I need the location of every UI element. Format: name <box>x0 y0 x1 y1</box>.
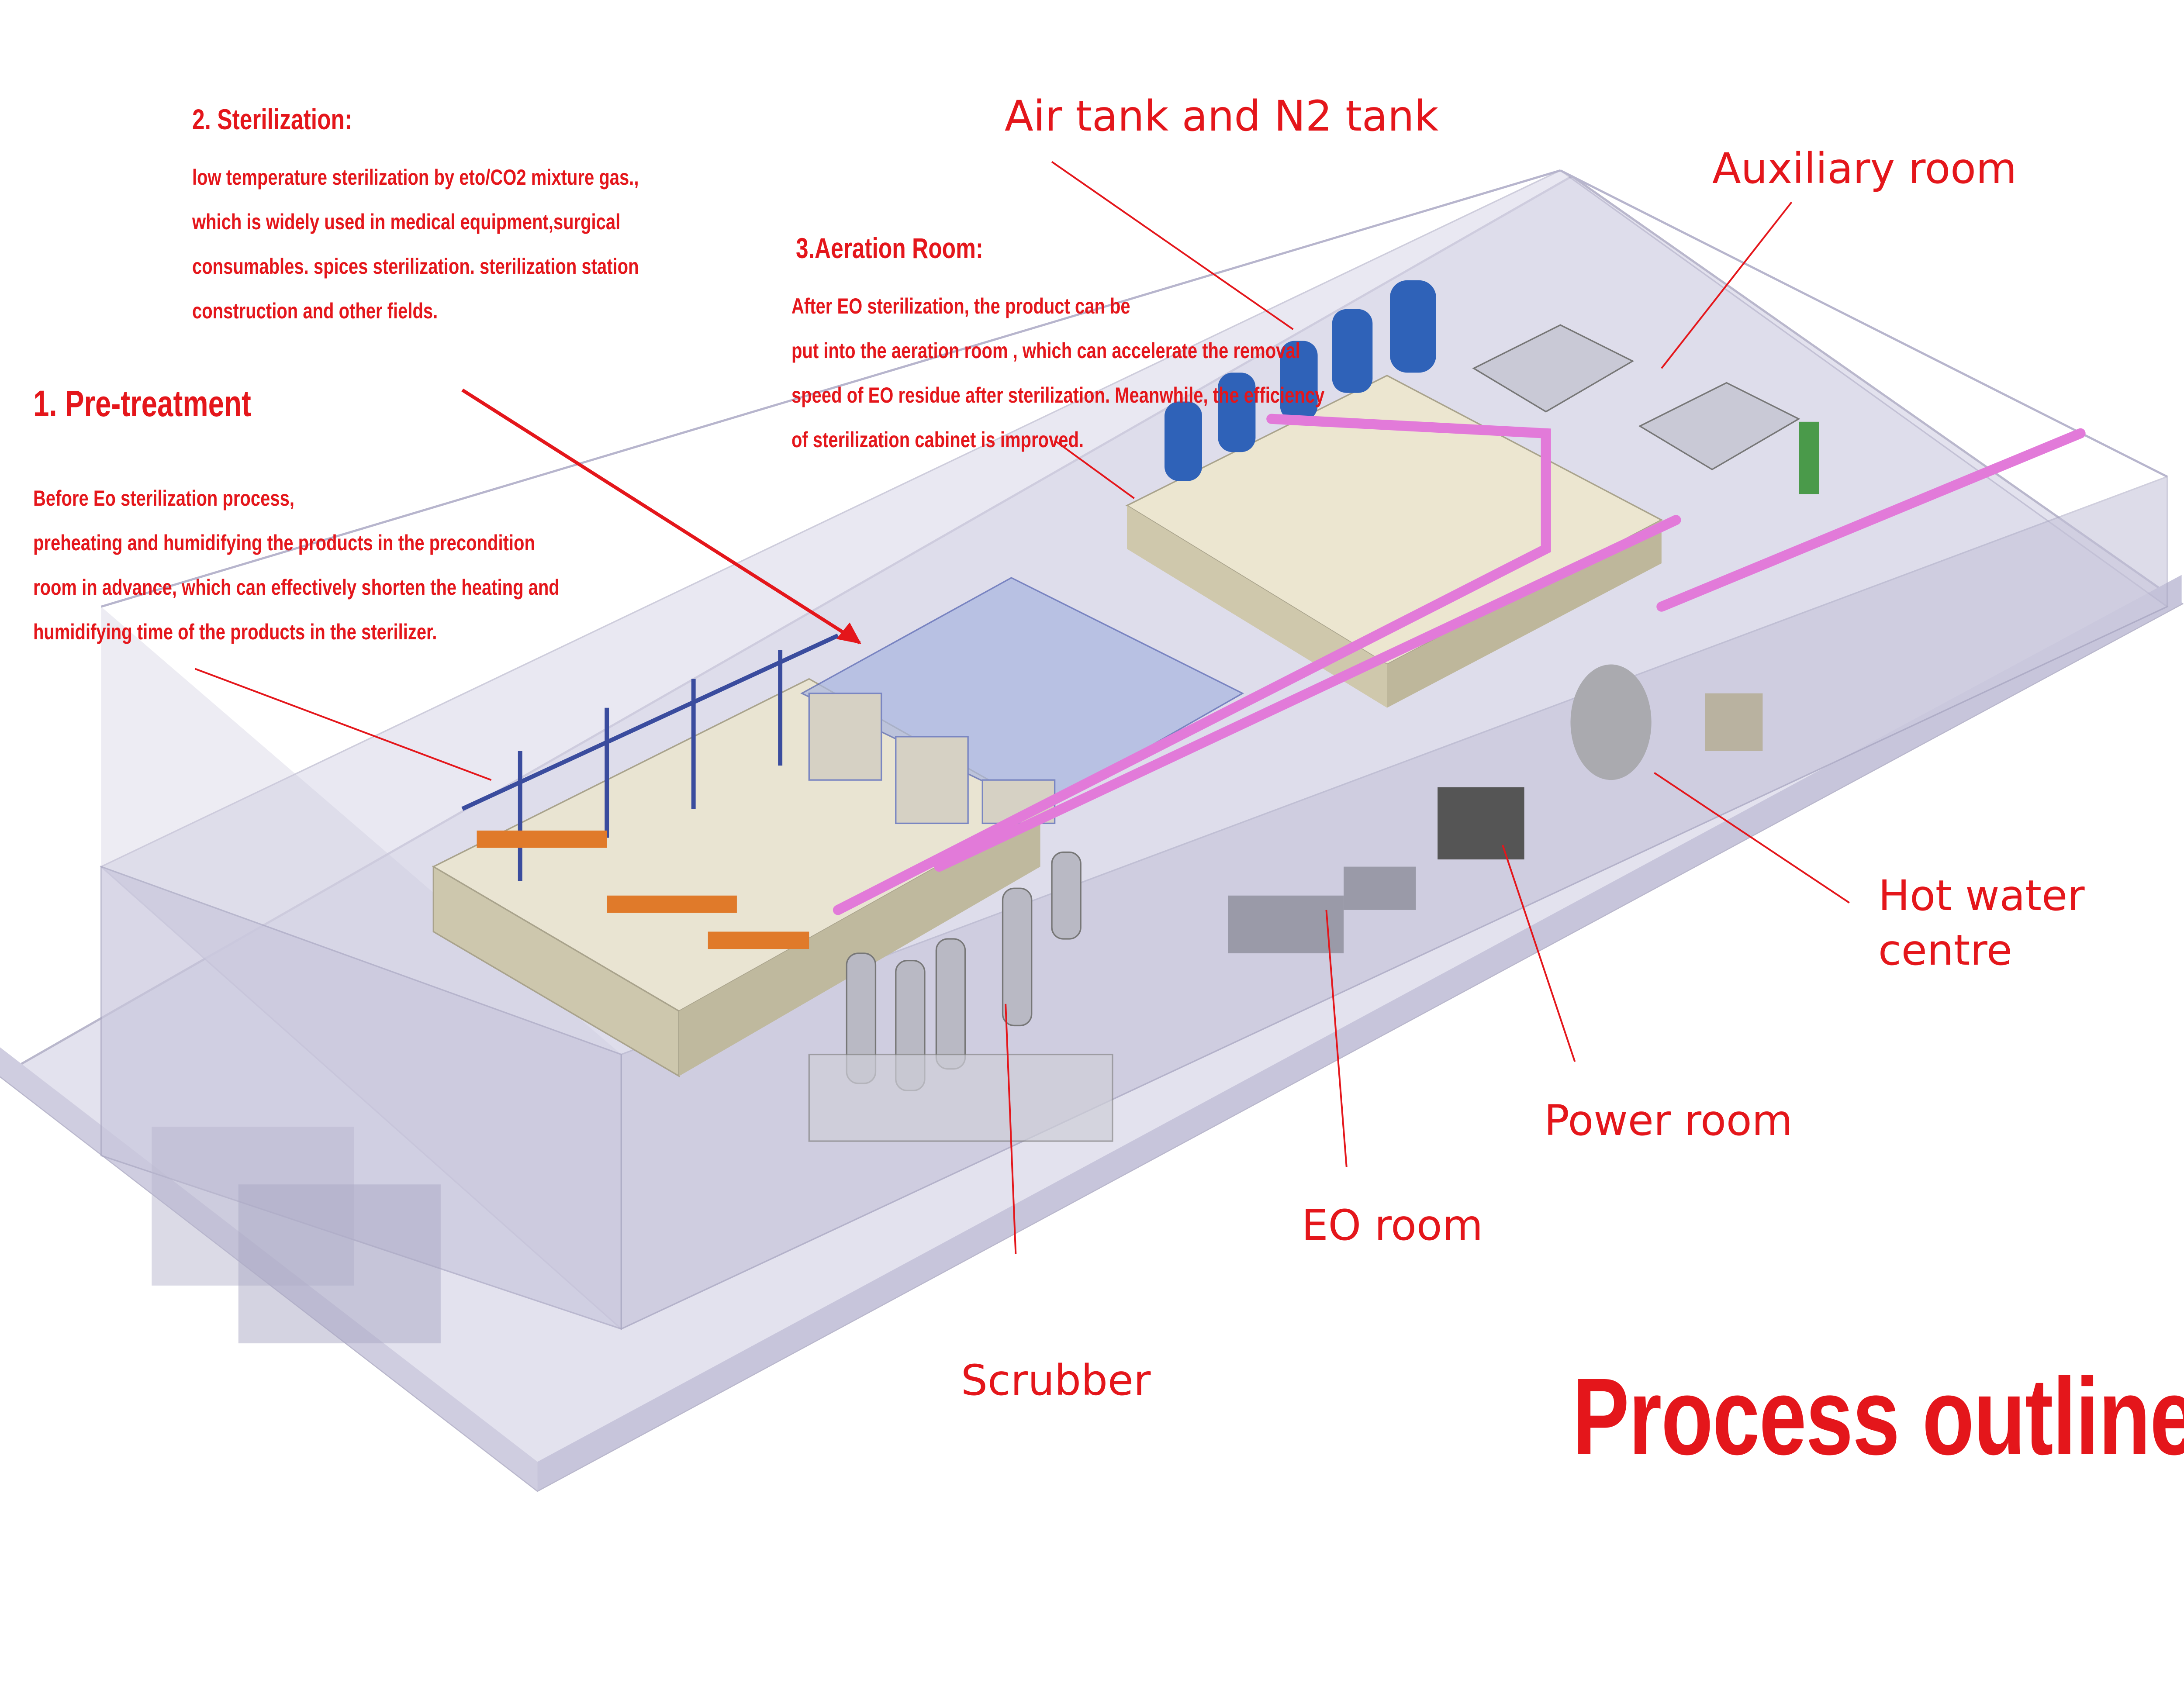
aeration-title: 3.Aeration Room: <box>796 232 984 264</box>
aeration-line: After EO sterilization, the product can … <box>791 294 1130 318</box>
auxiliary-room-label: Auxiliary room <box>1712 144 2017 193</box>
pretreatment-line: humidifying time of the products in the … <box>33 620 437 644</box>
aeration-line: speed of EO residue after sterilization.… <box>791 383 1325 407</box>
process-piping <box>833 414 2086 915</box>
sterilization-text: low temperature sterilization by eto/CO2… <box>192 155 639 333</box>
sterilization-line: low temperature sterilization by eto/CO2… <box>192 165 639 190</box>
scrubber-label: Scrubber <box>961 1356 1151 1405</box>
aeration-line: put into the aeration room , which can a… <box>791 338 1300 363</box>
pretreatment-chambers <box>432 633 1042 1078</box>
pretreatment-line: Before Eo sterilization process, <box>33 486 294 510</box>
scrubber-unit <box>808 851 1113 1142</box>
air-n2-tanks <box>1165 280 1436 481</box>
page-title: Process outline <box>1572 1355 2184 1477</box>
sterilization-line: construction and other fields. <box>192 299 438 323</box>
eo-room-label: EO room <box>1302 1201 1483 1250</box>
aeration-text: After EO sterilization, the product can … <box>791 284 1324 462</box>
auxiliary-equipment <box>1472 324 1819 494</box>
leader-lines <box>194 161 1850 1254</box>
pretreatment-line: preheating and humidifying the products … <box>33 531 535 555</box>
sterilization-line: consumables. spices sterilization. steri… <box>192 254 639 279</box>
utility-rooms <box>1228 664 1763 954</box>
hot-water-label-line1: Hot water <box>1878 871 2085 920</box>
sterilization-line: which is widely used in medical equipmen… <box>192 210 621 234</box>
pretreatment-title: 1. Pre-treatment <box>33 383 251 424</box>
power-room-label: Power room <box>1544 1096 1793 1145</box>
air-tank-label: Air tank and N2 tank <box>1005 92 1439 141</box>
sterilization-title: 2. Sterilization: <box>192 103 352 135</box>
pretreatment-text: Before Eo sterilization process, preheat… <box>33 476 560 654</box>
pretreatment-line: room in advance, which can effectively s… <box>33 575 560 600</box>
aeration-line: of sterilization cabinet is improved. <box>791 428 1084 452</box>
hot-water-label-line2: centre <box>1878 926 2012 975</box>
